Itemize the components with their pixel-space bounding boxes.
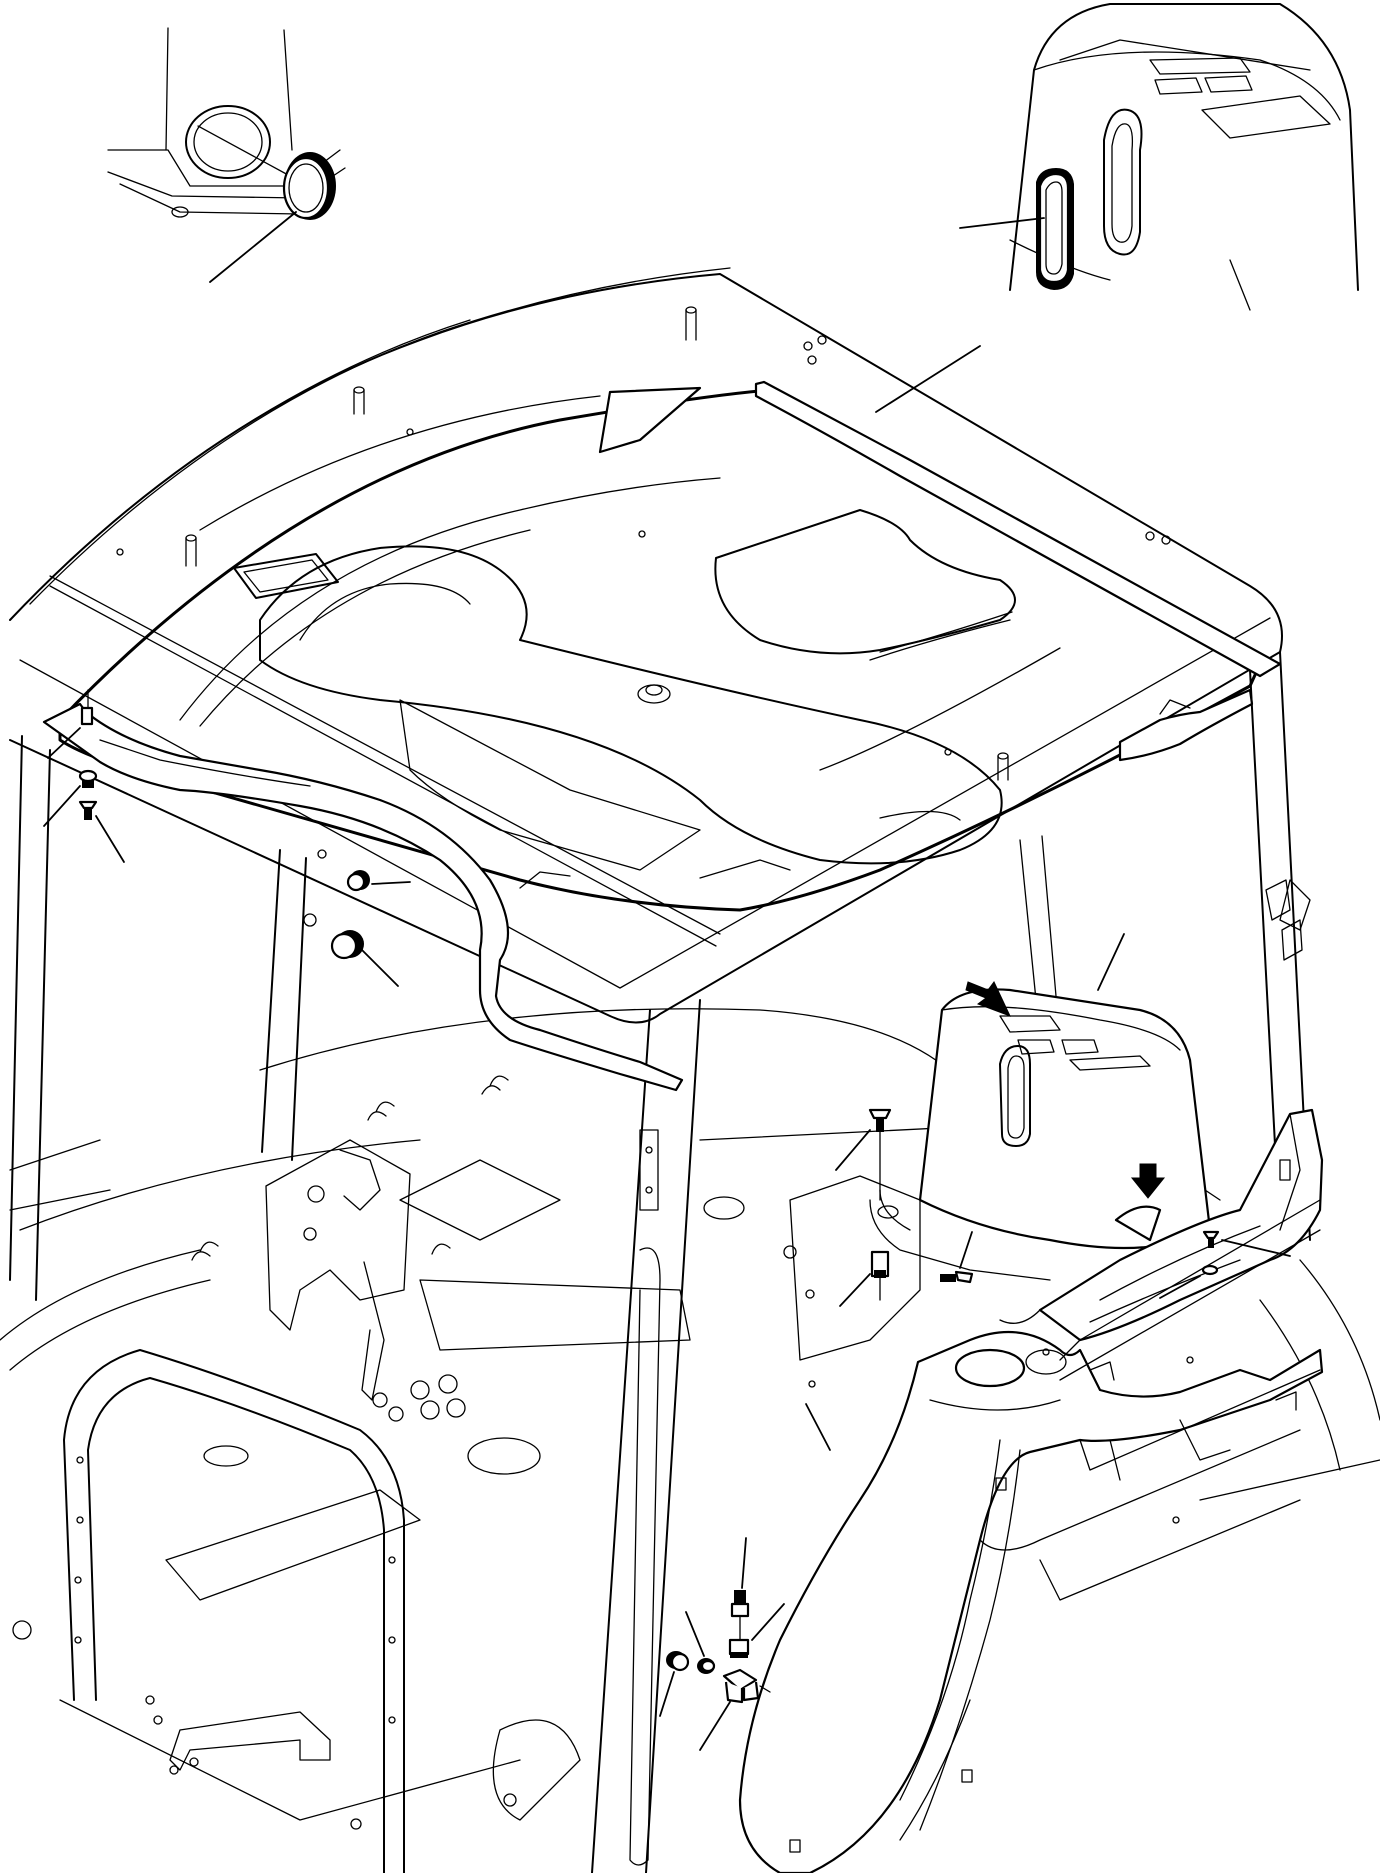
leader-headliner [875, 345, 981, 413]
screw-icon [868, 1108, 892, 1201]
nut-icon [728, 1638, 750, 1658]
leader-plug-small [371, 881, 411, 885]
leader-cap-plug [209, 211, 297, 283]
cap-plug-icon [282, 152, 336, 220]
door-hinge-holes [74, 1456, 396, 1724]
leader-grommet [959, 217, 1045, 229]
interior-details [145, 879, 1303, 1866]
clip-icon [722, 1668, 760, 1704]
screw-icon [80, 689, 94, 726]
bolt-icon [730, 1590, 750, 1641]
side-trim-fasteners [1159, 1230, 1291, 1299]
rear-console-cover [869, 988, 1212, 1281]
washer-icon [78, 769, 98, 788]
side-trim-panel [999, 1108, 1324, 1342]
leader-rail-bolt [95, 815, 125, 863]
spacer-icon [870, 1250, 890, 1301]
grommet-icon [666, 1651, 690, 1672]
washer-icon [1201, 1264, 1219, 1276]
insert-direction-arrow-1 [965, 981, 1011, 1017]
leader-clip [699, 1701, 731, 1751]
roof-headliner [58, 388, 1262, 912]
leader-console-cover [1097, 933, 1125, 991]
fender-cover [738, 1199, 1324, 1873]
screw-icon [1202, 1230, 1220, 1248]
leader-console-bolt [835, 1129, 871, 1171]
screw-icon [940, 1270, 974, 1284]
leader-console-spacer [839, 1273, 871, 1307]
leader-console-side-screw [959, 1231, 973, 1269]
plug-icon [346, 870, 370, 892]
leader-small-grommet [659, 1671, 675, 1717]
clip-hardware [659, 1537, 785, 1751]
leader-rail-washer [43, 785, 81, 827]
roof-studs [116, 306, 1171, 781]
leader-side-washer [1159, 1275, 1201, 1299]
pillar-plugs [303, 849, 411, 987]
leader-small-washer [685, 1611, 705, 1657]
leader-rail-screw [47, 727, 81, 759]
insert-direction-arrow-2 [1130, 1163, 1166, 1199]
leader-bolt [741, 1537, 747, 1589]
plug-icon [330, 930, 364, 960]
headliner-trim-rail [42, 380, 1282, 1092]
detail-cap-plug [107, 27, 346, 283]
leader-plug-large [361, 949, 399, 987]
grommet-icon [1036, 168, 1074, 290]
leader-fender [805, 1403, 831, 1451]
leader-nut [751, 1603, 785, 1641]
left-rail-fasteners [43, 689, 125, 863]
washer-icon [697, 1658, 716, 1674]
screw-icon [78, 800, 98, 820]
console-fasteners [835, 1108, 974, 1307]
detail-console-grommet [959, 3, 1359, 311]
